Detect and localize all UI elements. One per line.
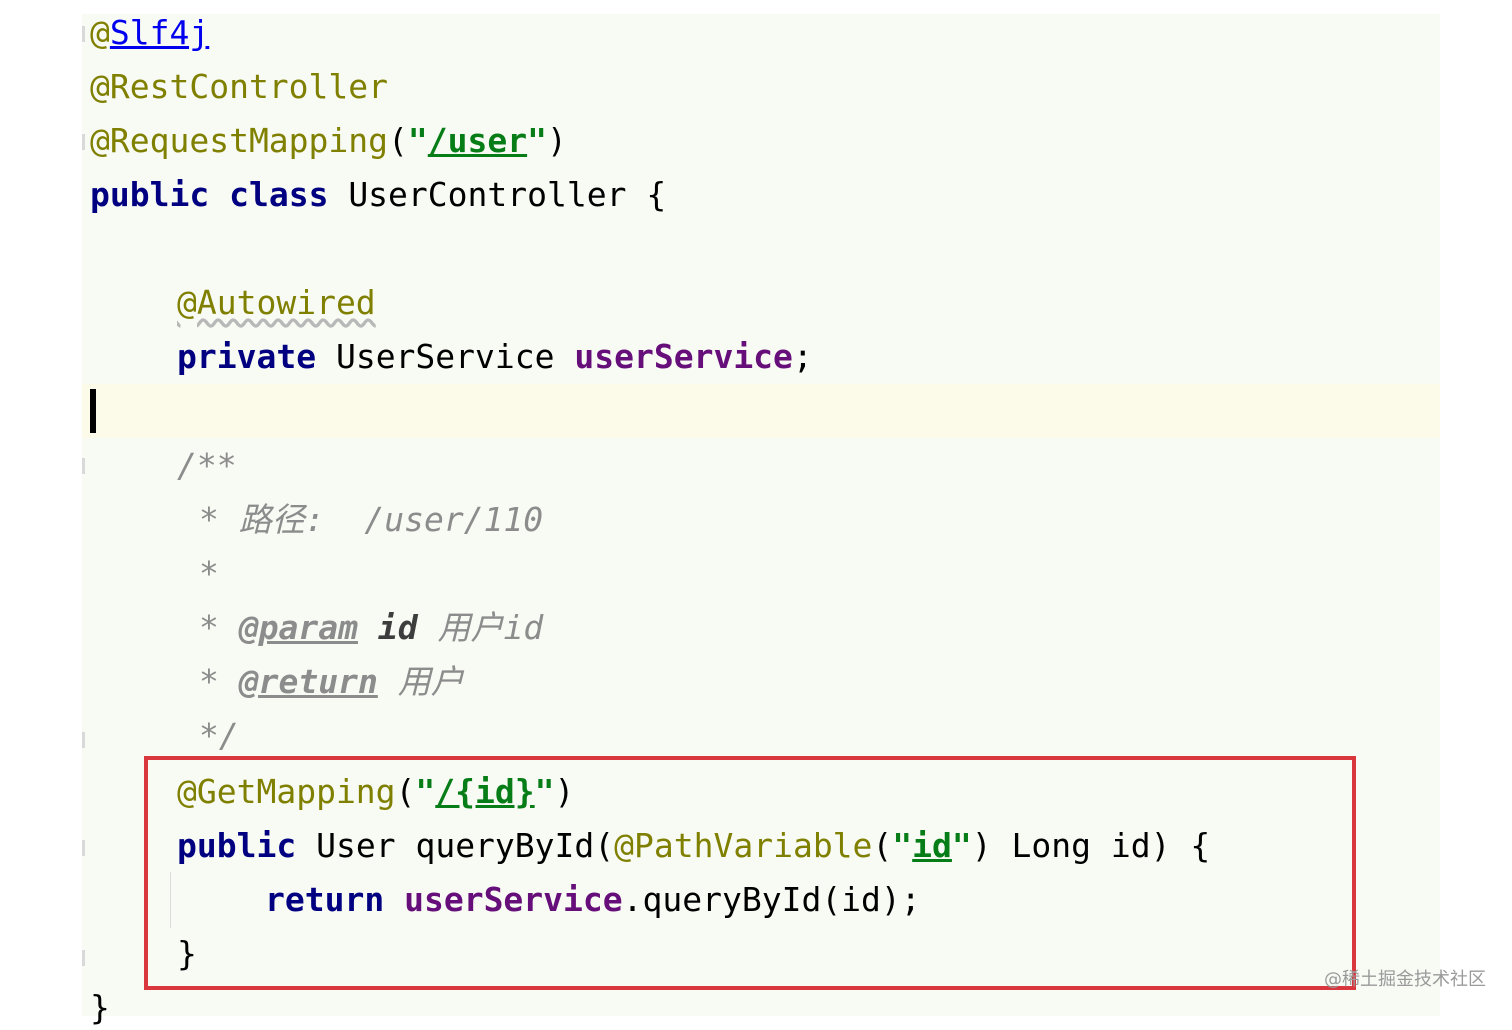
keyword-return: return (265, 880, 385, 919)
paren-open: ( (388, 121, 408, 160)
code-line-doc-close[interactable]: */ (199, 714, 239, 758)
paren-close: ) (971, 826, 992, 865)
fold-marker[interactable] (82, 26, 85, 42)
paren-open: ( (872, 826, 893, 865)
keyword-private: private (177, 337, 317, 376)
method-name: queryById( (415, 826, 615, 865)
code-line-return[interactable]: return userService.queryById(id); (265, 878, 921, 922)
doc-path-text: 路径: /user/110 (238, 500, 544, 539)
keyword-public: public (177, 826, 297, 865)
code-line-request-mapping[interactable]: @RequestMapping("/user") (90, 119, 567, 163)
doc-star: * (199, 554, 219, 593)
return-type: User (316, 826, 396, 865)
doc-star: * (199, 608, 219, 647)
code-line-get-mapping[interactable]: @GetMapping("/{id}") (177, 770, 574, 814)
annotation-at: @ (90, 13, 110, 52)
service-type: UserService (335, 337, 555, 376)
get-mapping-path[interactable]: /{id} (435, 772, 535, 811)
quote: " (407, 121, 428, 160)
request-mapping-path[interactable]: /user (427, 121, 528, 160)
service-field: userService (574, 337, 793, 376)
autowired-annotation: @Autowired (177, 283, 376, 322)
return-field: userService (404, 880, 623, 919)
code-line-slf4j[interactable]: @Slf4j (90, 11, 209, 55)
code-line-class-declaration[interactable]: public class UserController { (90, 173, 666, 217)
fold-marker[interactable] (82, 840, 85, 856)
path-variable-annotation: @PathVariable (614, 826, 873, 865)
request-mapping-annotation: @RequestMapping (90, 121, 389, 160)
code-line-method-signature[interactable]: public User queryById(@PathVariable("id"… (177, 824, 1210, 868)
doc-star: * (199, 500, 219, 539)
keyword-class: class (229, 175, 329, 214)
doc-open: /** (177, 446, 237, 485)
code-line-doc-param[interactable]: * @param id 用户id (199, 606, 543, 650)
code-line-autowired[interactable]: @Autowired (177, 281, 376, 325)
code-editor[interactable] (82, 14, 1440, 1016)
code-line-doc-path[interactable]: * 路径: /user/110 (199, 498, 543, 542)
fold-marker[interactable] (82, 950, 85, 966)
code-line-method-close[interactable]: } (177, 932, 197, 976)
doc-return-desc: 用户 (397, 662, 464, 701)
current-line-highlight (82, 384, 1440, 438)
highlight-box (144, 756, 1356, 990)
code-line-doc-blank[interactable]: * (199, 552, 219, 596)
watermark: @稀土掘金技术社区 (1324, 969, 1486, 990)
doc-return-tag[interactable]: @return (238, 662, 378, 701)
quote: " (527, 121, 547, 160)
quote: " (534, 772, 555, 811)
doc-param-tag[interactable]: @param (238, 608, 358, 647)
return-call: .queryById(id); (622, 880, 921, 919)
code-line-rest-controller[interactable]: @RestController (90, 65, 388, 109)
quote: " (415, 772, 436, 811)
quote: " (892, 826, 913, 865)
doc-close: */ (199, 716, 239, 755)
doc-param-desc: 用户id (437, 608, 544, 647)
class-close-brace: } (90, 988, 110, 1027)
method-close-brace: } (177, 934, 197, 973)
slf4j-link[interactable]: Slf4j (109, 13, 210, 52)
semicolon: ; (792, 337, 813, 376)
rest-controller-annotation: @RestController (90, 67, 389, 106)
fold-marker[interactable] (82, 458, 85, 474)
keyword-public: public (90, 175, 210, 214)
code-line-doc-open[interactable]: /** (177, 444, 237, 488)
doc-star: * (199, 662, 219, 701)
path-variable-value[interactable]: id (912, 826, 952, 865)
brace-open: { (646, 175, 667, 214)
text-caret (90, 389, 96, 433)
paren-open: ( (395, 772, 416, 811)
quote: " (951, 826, 972, 865)
get-mapping-annotation: @GetMapping (177, 772, 396, 811)
code-line-class-close[interactable]: } (90, 986, 110, 1030)
doc-param-name: id (377, 608, 418, 647)
paren-close: ) (546, 121, 567, 160)
indent-guide (170, 872, 171, 928)
code-line-doc-return[interactable]: * @return 用户 (199, 660, 464, 704)
code-line-field-declaration[interactable]: private UserService userService; (177, 335, 813, 379)
class-name: UserController (348, 175, 627, 214)
paren-close: ) (554, 772, 575, 811)
fold-marker[interactable] (82, 732, 85, 748)
fold-marker[interactable] (82, 134, 85, 150)
param-declaration: Long id) { (1011, 826, 1211, 865)
